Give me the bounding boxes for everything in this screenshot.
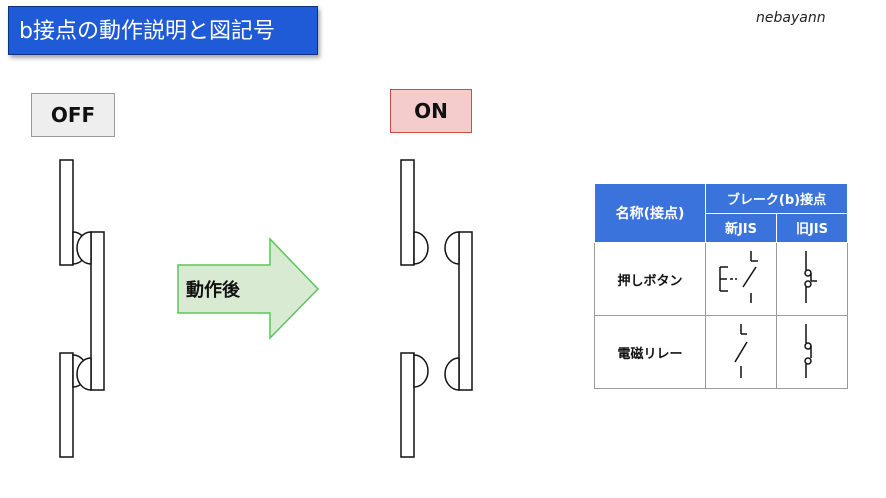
table-header-new-jis: 新JIS: [705, 212, 777, 243]
page-title: b接点の動作説明と図記号: [8, 6, 318, 55]
relay-old-jis-symbol: [776, 315, 848, 389]
off-movable-contact: [90, 231, 105, 391]
off-fixed-contact-lower: [59, 352, 74, 458]
table-row: 押しボタン: [594, 242, 848, 316]
on-fixed-contact-lower: [400, 352, 415, 458]
relay-b-contact-old-symbol: [804, 324, 812, 378]
table-row: 電磁リレー: [594, 315, 848, 389]
row-label-pushbutton: 押しボタン: [594, 242, 706, 316]
table-header-old-jis: 旧JIS: [776, 212, 848, 243]
row-label-relay: 電磁リレー: [594, 315, 706, 389]
off-fixed-contact-upper: [59, 159, 74, 266]
on-contact-assembly: [400, 159, 473, 458]
table-header-name: 名称(接点): [594, 183, 706, 243]
on-fixed-dome-lower: [413, 354, 429, 388]
pushbutton-new-jis-symbol: [705, 242, 777, 316]
relay-b-contact-new-symbol: [734, 324, 748, 378]
author-credit: nebayann: [756, 10, 826, 26]
table-header-break: ブレーク(b)接点: [705, 183, 848, 214]
on-movable-contact: [458, 231, 473, 391]
pushbutton-b-contact-new-symbol: [719, 251, 758, 303]
on-fixed-contact-upper: [400, 159, 415, 266]
state-off-label: OFF: [31, 93, 115, 137]
pushbutton-old-jis-symbol: [776, 242, 848, 316]
off-movable-dome-upper: [76, 231, 92, 265]
on-fixed-dome-upper: [413, 231, 429, 265]
symbol-table: 名称(接点) ブレーク(b)接点 新JIS 旧JIS 押しボタン: [594, 183, 848, 389]
on-movable-dome-lower: [444, 357, 460, 391]
state-on-label: ON: [390, 89, 472, 133]
relay-new-jis-symbol: [705, 315, 777, 389]
on-movable-dome-upper: [444, 231, 460, 265]
transition-arrow: [177, 237, 320, 340]
arrow-label: 動作後: [186, 280, 240, 301]
off-movable-dome-lower: [76, 357, 92, 391]
pushbutton-b-contact-old-symbol: [804, 251, 817, 303]
off-contact-assembly: [59, 159, 105, 458]
